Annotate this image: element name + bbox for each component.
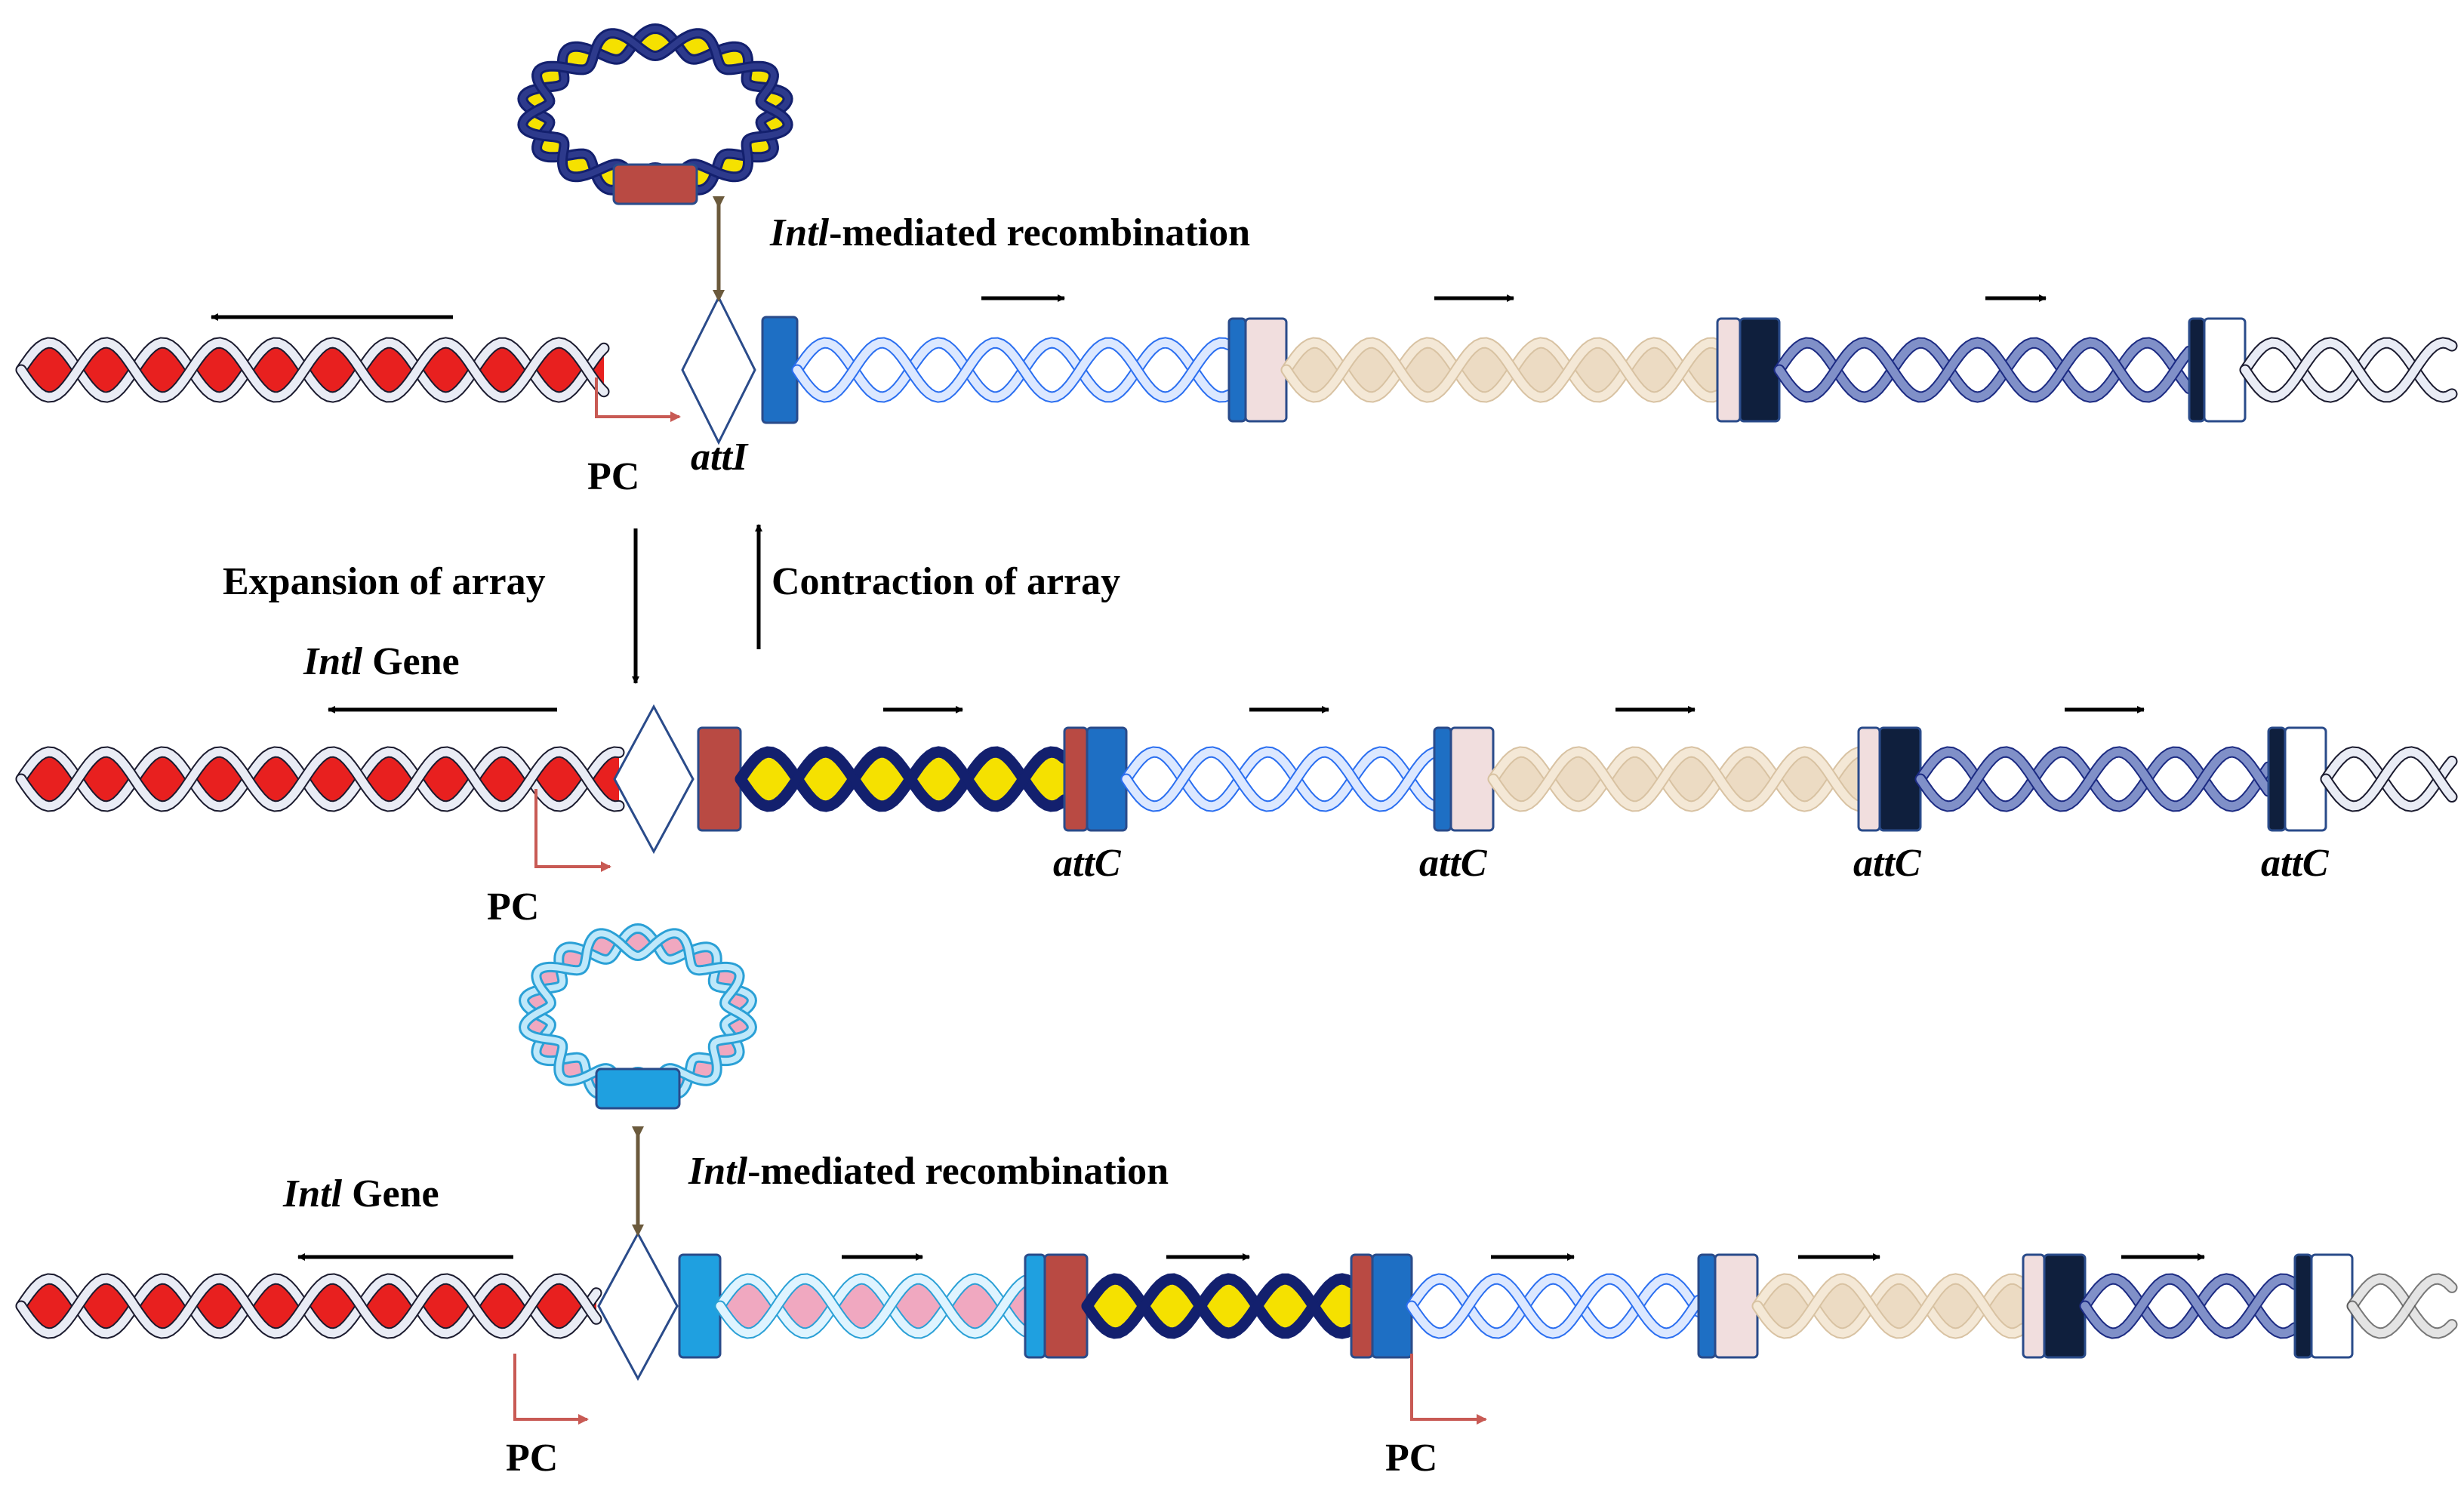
integron-row-1: [15, 294, 2458, 445]
attC-marker-3a: [2188, 317, 2206, 423]
attI-site: [597, 1231, 679, 1382]
cassette-dark-helix: [1773, 337, 2195, 403]
attC-marker-2b: [1449, 726, 1495, 832]
flanking-helix-2: [2320, 746, 2458, 812]
integrase-gene-helix: [15, 337, 610, 403]
attC-marker-3a: [1697, 1253, 1717, 1359]
promoter-arrow-2: [534, 789, 611, 872]
pc-label-4: PC: [1385, 1437, 1437, 1480]
promoter-arrow-4: [1410, 1354, 1487, 1425]
attC-marker-3b: [1714, 1253, 1759, 1359]
attC-marker-5a: [2293, 1253, 2313, 1359]
attC-marker-2a: [1716, 317, 1742, 423]
cassette-pink-helix: [714, 1273, 1031, 1339]
contraction-label: Contraction of array: [772, 560, 1120, 603]
promoter-arrow-1: [595, 377, 681, 422]
circular-cassette-top: [517, 23, 793, 205]
intl-gene-label-2: Intl Gene: [282, 1172, 439, 1215]
pc-label-1: PC: [587, 455, 639, 498]
attC-marker-2b: [1739, 317, 1781, 423]
cassette-beige-helix: [1280, 337, 1723, 403]
cassette-attC-marker: [612, 163, 698, 205]
circular-cassette-bottom: [519, 923, 757, 1110]
attC-marker-2b: [1371, 1253, 1413, 1359]
attI-marker: [697, 726, 742, 832]
flanking-helix-1: [2239, 337, 2458, 403]
attC-label-1: attC: [1053, 842, 1122, 885]
recombination-label-top: Intl-mediated recombination: [769, 211, 1250, 254]
cassette-beige-helix: [1751, 1273, 2029, 1339]
pc-label-2: PC: [487, 886, 539, 929]
promoter-arrow-3: [513, 1354, 589, 1425]
attC-marker-1b: [1244, 317, 1288, 423]
cassette-attC-marker: [595, 1067, 681, 1110]
cassette-beige-helix: [1487, 746, 1865, 812]
integron-row-3: [15, 1231, 2458, 1382]
attC-marker-1b: [1043, 1253, 1089, 1359]
cassette-blue-helix: [791, 337, 1235, 403]
integrase-gene-helix: [15, 1273, 602, 1339]
attC-marker-4a: [2022, 1253, 2046, 1359]
recombination-label-bottom: Intl-mediated recombination: [688, 1150, 1169, 1193]
attI-label: attI: [691, 436, 749, 479]
attC-marker-1b: [1086, 726, 1128, 832]
expansion-label: Expansion of array: [223, 560, 546, 603]
attC-label-3: attC: [1853, 842, 1922, 885]
attC-marker-5b: [2310, 1253, 2354, 1359]
attI-site: [681, 294, 756, 445]
attI-site: [613, 704, 695, 855]
attC-marker-4b: [2284, 726, 2327, 832]
attC-marker-3b: [1878, 726, 1922, 832]
attC-marker-1a: [1024, 1253, 1046, 1359]
flanking-helix-3: [2346, 1273, 2458, 1339]
integron-row-2: [15, 704, 2458, 855]
attC-label-4: attC: [2261, 842, 2330, 885]
attC-label-2: attC: [1419, 842, 1488, 885]
cassette-yellow-helix: [735, 746, 1070, 812]
attC-marker-3a: [1857, 726, 1881, 832]
cassette-blue-helix: [1406, 1273, 1705, 1339]
cassette-blue-helix: [1120, 746, 1440, 812]
attC-marker-1a: [1227, 317, 1247, 423]
direction-arrows: [211, 294, 2205, 1261]
cassette-dark-helix: [1914, 746, 2275, 812]
pc-label-3: PC: [506, 1437, 558, 1480]
attC-marker-4b: [2043, 1253, 2087, 1359]
intl-gene-label-1: Intl Gene: [303, 640, 460, 683]
attC-marker-2a: [1433, 726, 1452, 832]
attC-marker-3b: [2203, 317, 2247, 423]
cassette-yellow-helix: [1081, 1273, 1357, 1339]
attI-marker: [678, 1253, 722, 1359]
cassette-dark-helix: [2079, 1273, 2301, 1339]
attC-marker-1a: [1063, 726, 1089, 832]
attC-marker-2a: [1350, 1253, 1374, 1359]
integrase-gene-helix: [15, 746, 625, 812]
attC-marker-4a: [2267, 726, 2287, 832]
